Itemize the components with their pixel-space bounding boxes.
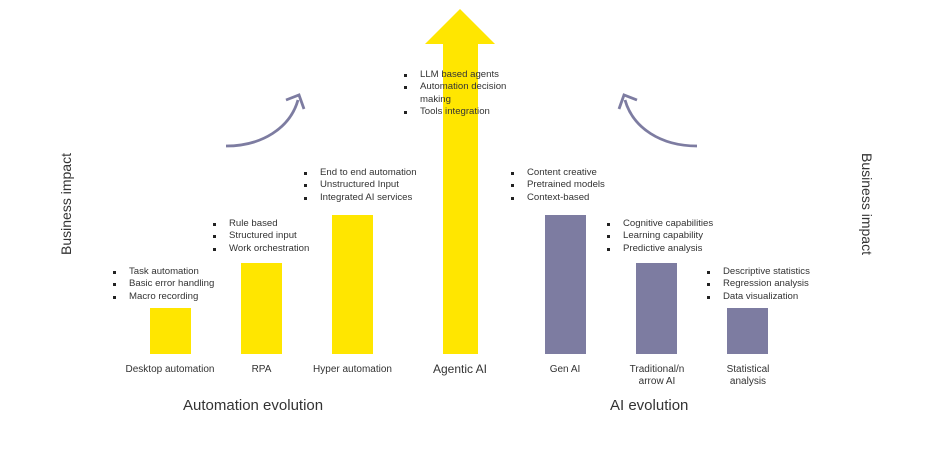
bar-traditional-ai <box>636 263 677 354</box>
right-curved-arrow-icon <box>623 99 698 148</box>
hyper-automation-bullets: End to end automation Unstructured Input… <box>303 167 417 204</box>
bullet-item: End to end automation <box>303 167 417 179</box>
automation-evolution-title: Automation evolution <box>183 397 324 414</box>
bar-rpa <box>241 263 282 354</box>
bar-gen-ai <box>545 215 586 354</box>
bullet-item: Context-based <box>510 192 605 204</box>
bullet-item: Unstructured Input <box>303 179 417 191</box>
label-rpa: RPA <box>251 364 272 375</box>
bullet-item: Pretrained models <box>510 179 605 191</box>
bullet-item: Tools integration <box>403 106 510 118</box>
bullet-item: Structured input <box>212 230 309 242</box>
bullet-item: LLM based agents <box>403 69 510 81</box>
bullet-item: Work orchestration <box>212 243 309 255</box>
left-curved-arrow-icon <box>225 99 300 148</box>
agentic-arrow-head-icon <box>425 9 495 44</box>
rpa-bullets: Rule based Structured input Work orchest… <box>212 218 309 255</box>
bullet-item: Macro recording <box>112 291 214 303</box>
label-statistical-analysis: Statistical analysis <box>726 364 770 387</box>
gen-ai-bullets: Content creative Pretrained models Conte… <box>510 167 605 204</box>
bullet-item: Cognitive capabilities <box>606 218 713 230</box>
desktop-automation-bullets: Task automation Basic error handling Mac… <box>112 266 214 303</box>
ai-evolution-title: AI evolution <box>610 397 689 414</box>
right-arrowhead-icon <box>617 93 638 110</box>
bullet-item: Automation decision making <box>403 81 510 106</box>
label-agentic-ai: Agentic AI <box>432 362 488 376</box>
label-desktop-automation: Desktop automation <box>125 364 215 375</box>
bar-agentic-ai <box>443 43 478 354</box>
bullet-item: Integrated AI services <box>303 192 417 204</box>
bar-hyper-automation <box>332 215 373 354</box>
bar-statistical-analysis <box>727 308 768 354</box>
bullet-item: Content creative <box>510 167 605 179</box>
bullet-item: Data visualization <box>706 291 810 303</box>
agentic-ai-bullets: LLM based agents Automation decision mak… <box>403 69 510 119</box>
label-gen-ai: Gen AI <box>549 364 581 375</box>
bullet-item: Predictive analysis <box>606 243 713 255</box>
label-hyper-automation: Hyper automation <box>313 364 392 375</box>
traditional-ai-bullets: Cognitive capabilities Learning capabili… <box>606 218 713 255</box>
bullet-item: Descriptive statistics <box>706 266 810 278</box>
bullet-item: Rule based <box>212 218 309 230</box>
bullet-item: Basic error handling <box>112 278 214 290</box>
bullet-item: Task automation <box>112 266 214 278</box>
bullet-item: Learning capability <box>606 230 713 242</box>
label-traditional-ai: Traditional/narrow AI <box>629 364 685 387</box>
left-arrowhead-icon <box>285 93 306 110</box>
bar-desktop-automation <box>150 308 191 354</box>
statistical-analysis-bullets: Descriptive statistics Regression analys… <box>706 266 810 303</box>
bullet-item: Regression analysis <box>706 278 810 290</box>
